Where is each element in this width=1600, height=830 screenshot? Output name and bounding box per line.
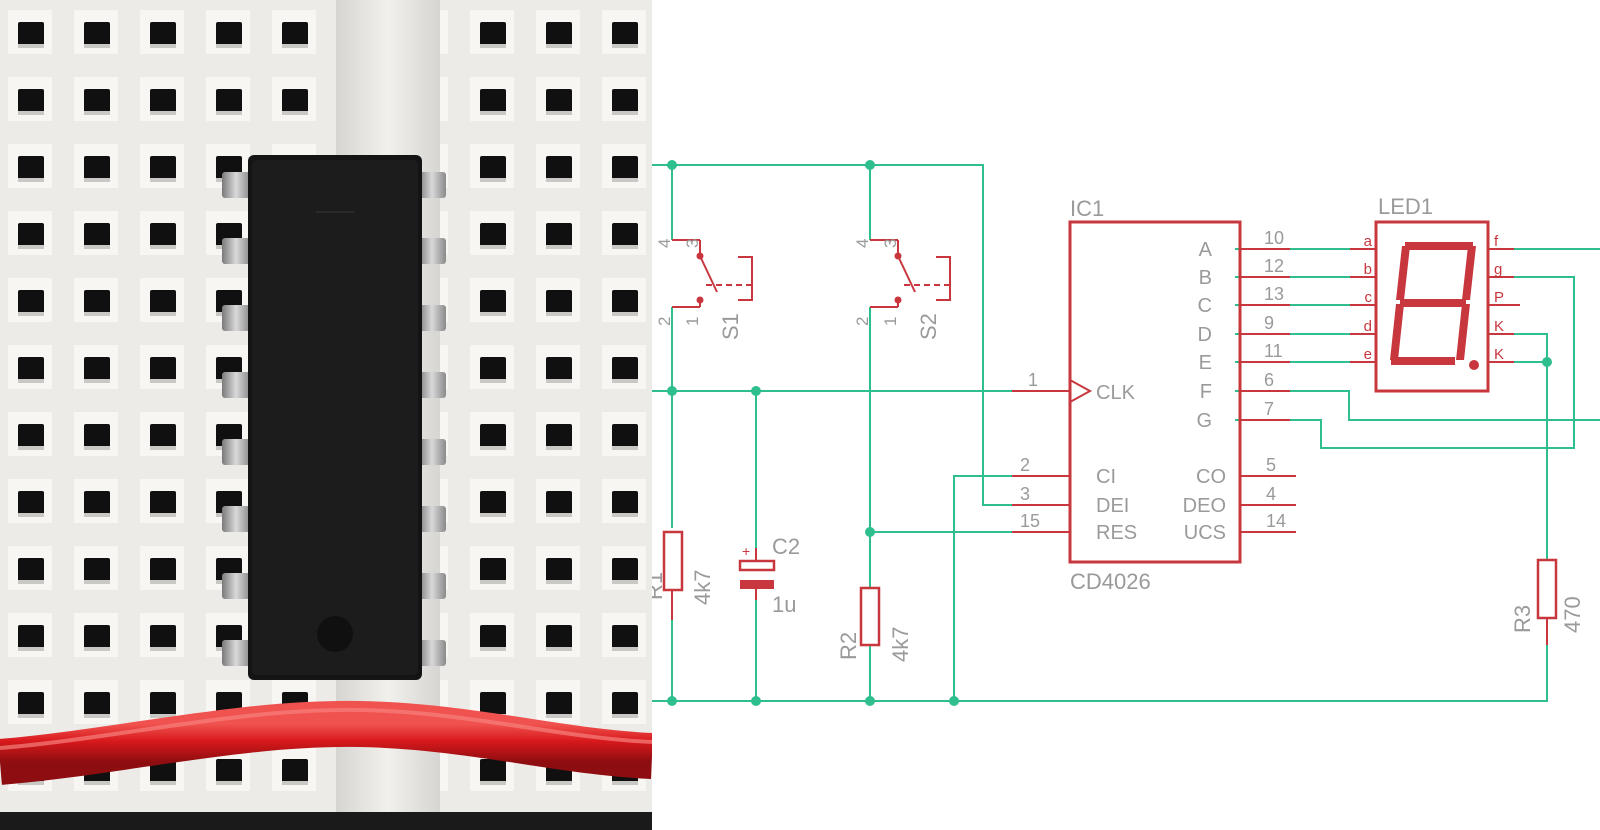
ic-pin1-dimple bbox=[317, 616, 353, 652]
led1-name: LED1 bbox=[1378, 194, 1433, 219]
led1-pin-label: K bbox=[1494, 346, 1504, 363]
s2-pin4: 4 bbox=[853, 239, 872, 248]
c2-polarity: + bbox=[742, 543, 750, 559]
schematic: 4 3 2 1 S1 4 3 2 1 S2 R1 4k7 R2 4k7 R3 4… bbox=[652, 160, 1600, 706]
ic1-pin-number: 9 bbox=[1264, 313, 1274, 333]
ic1-pin-label: B bbox=[1199, 267, 1212, 289]
ic1-pin-label: RES bbox=[1096, 522, 1137, 544]
ic1-pin-label: CI bbox=[1096, 466, 1116, 488]
r1-name: R1 bbox=[652, 572, 667, 600]
c2-name: C2 bbox=[772, 534, 800, 559]
black-wire bbox=[0, 812, 652, 830]
ic1-pin-label: CO bbox=[1196, 466, 1226, 488]
ic1-pin-number: 10 bbox=[1264, 228, 1284, 248]
led1-pin-label: a bbox=[1364, 233, 1373, 250]
led1-pin-label: K bbox=[1494, 318, 1504, 335]
ic1-pin-label: UCS bbox=[1184, 522, 1226, 544]
junctions bbox=[667, 160, 1552, 706]
ic1-pin-label: DEI bbox=[1096, 495, 1129, 517]
ic1-pin-label: E bbox=[1199, 352, 1212, 374]
resistor-r2 bbox=[859, 586, 881, 647]
led1-pin-label: g bbox=[1494, 261, 1502, 278]
ic1-pin-number: 5 bbox=[1266, 455, 1276, 475]
r3-value: 470 bbox=[1560, 596, 1585, 633]
ic1-value: CD4026 bbox=[1070, 569, 1151, 594]
breadboard-photo bbox=[0, 0, 652, 830]
ic1-pin-number: 6 bbox=[1264, 370, 1274, 390]
r2-value: 4k7 bbox=[888, 627, 913, 662]
ic1-pin-label: C bbox=[1198, 295, 1212, 317]
ic-pins-left bbox=[222, 172, 250, 666]
led1-pin-label: d bbox=[1364, 318, 1372, 335]
ic1-name: IC1 bbox=[1070, 196, 1104, 221]
ic1-clk-label: CLK bbox=[1096, 382, 1136, 404]
capacitor-c2 bbox=[738, 548, 776, 600]
red-wire bbox=[0, 700, 652, 785]
switch-s2 bbox=[870, 239, 951, 308]
r1-value: 4k7 bbox=[690, 570, 715, 605]
ic1-pin-number: 7 bbox=[1264, 399, 1274, 419]
resistor-r3 bbox=[1536, 558, 1558, 620]
ic1-pin-label: D bbox=[1198, 324, 1212, 346]
ic1-pin-number: 4 bbox=[1266, 484, 1276, 504]
r3-name: R3 bbox=[1510, 605, 1535, 633]
s1-pin4: 4 bbox=[655, 239, 674, 248]
ic1-pin-number: 2 bbox=[1020, 455, 1030, 475]
led1-pin-label: f bbox=[1494, 233, 1499, 250]
ic1-pin-number: 13 bbox=[1264, 284, 1284, 304]
ic1-pin-label: G bbox=[1196, 410, 1212, 432]
ic-pins-right bbox=[418, 172, 446, 666]
s1-pin1: 1 bbox=[683, 317, 702, 326]
ic1-pin-number: 15 bbox=[1020, 511, 1040, 531]
ic1-pin-number: 3 bbox=[1020, 484, 1030, 504]
s1-pin3: 3 bbox=[683, 239, 702, 248]
s1-pin2: 2 bbox=[655, 317, 674, 326]
ic1-pin-number: 14 bbox=[1266, 511, 1286, 531]
s1-label: S1 bbox=[718, 313, 743, 340]
r2-name: R2 bbox=[836, 632, 861, 660]
led1-pin-label: b bbox=[1364, 261, 1372, 278]
c2-value: 1u bbox=[772, 592, 796, 617]
s2-pin2: 2 bbox=[853, 317, 872, 326]
led1-pin-label: c bbox=[1365, 289, 1373, 306]
led1-pin-label: P bbox=[1494, 289, 1504, 306]
ic1-output-pins: A 10B 12C 13D 9E 11F 6G 7 bbox=[1196, 228, 1284, 432]
ic1-body bbox=[1012, 220, 1296, 564]
ic1-pin-number: 12 bbox=[1264, 256, 1284, 276]
led1-pin-label: e bbox=[1364, 346, 1372, 363]
switch-s1 bbox=[672, 239, 753, 308]
ic1-pin-number: 11 bbox=[1264, 341, 1283, 361]
ic1-pin-label: DEO bbox=[1183, 495, 1226, 517]
s2-label: S2 bbox=[916, 313, 941, 340]
s2-pin1: 1 bbox=[881, 317, 900, 326]
s2-pin3: 3 bbox=[881, 239, 900, 248]
ic1-pin-label: A bbox=[1199, 239, 1213, 261]
led1-display bbox=[1350, 220, 1520, 393]
ic1-pin-label: F bbox=[1200, 381, 1212, 403]
ic1-clk-num: 1 bbox=[1028, 370, 1038, 390]
